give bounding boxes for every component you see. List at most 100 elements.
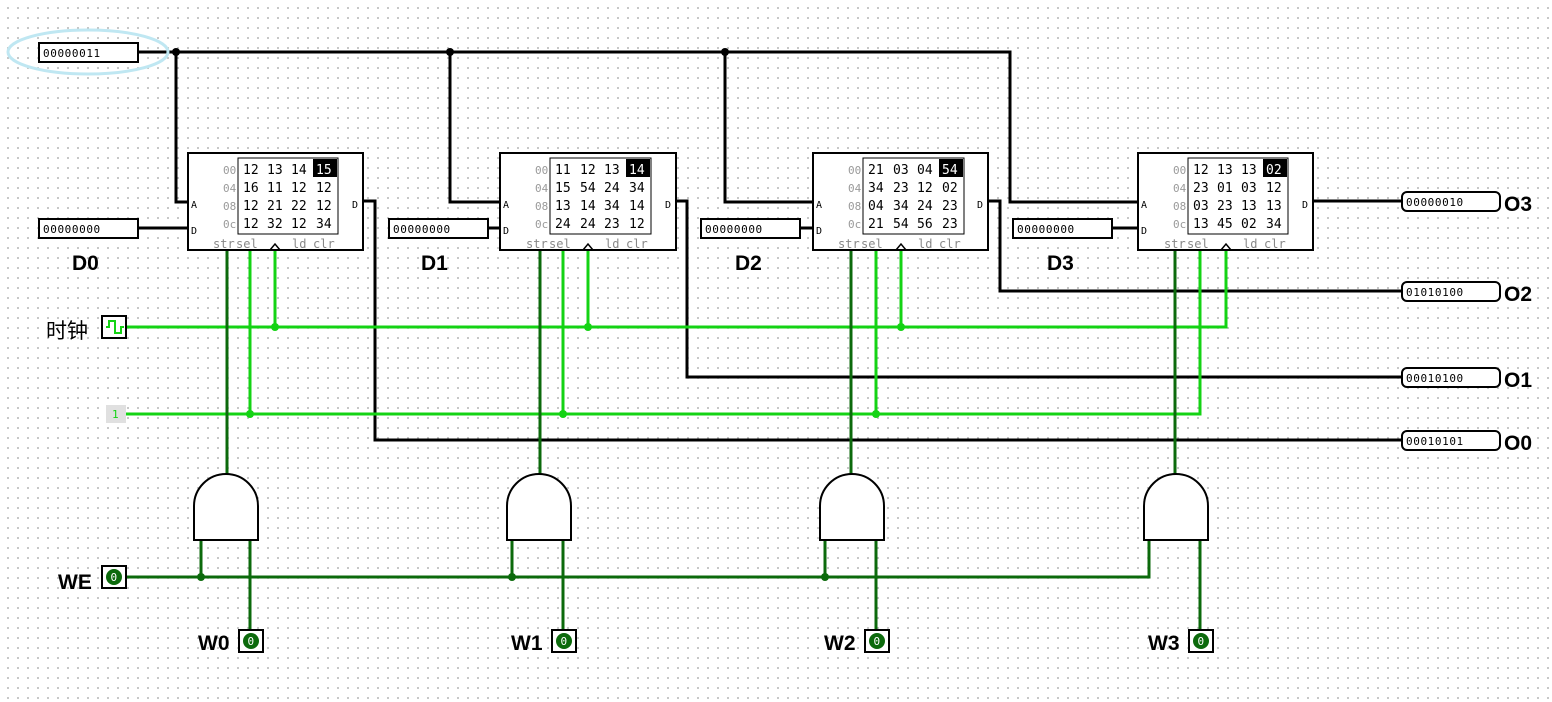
ram-cell: 23 [604,217,620,232]
ram-block[interactable]: 00 04 08 0c 11 12 13 14 15 54 24 34 13 1… [499,152,677,251]
data-input-pin-d2[interactable]: 00000000 [700,218,801,239]
ram-port-str: str [838,237,860,251]
ram-cell: 54 [893,217,909,232]
ram-cell: 15 [555,181,571,196]
clock-triangle-icon [1220,242,1232,251]
ram-cell: 03 [1241,181,1257,196]
ram-cell: 13 [1241,199,1257,214]
ram-cell: 34 [1266,217,1282,232]
ram-cell: 13 [1266,199,1282,214]
ram-cell: 12 [629,217,645,232]
selection-highlight [6,28,170,76]
output-pin-o1: 00010100 [1401,367,1501,388]
selected-cell-marker [1263,159,1287,177]
write-output-value: 0 [1198,635,1205,648]
clock-label: 时钟 [46,319,88,343]
ram-cell: 13 [267,163,283,178]
data-input-pin-d0[interactable]: 00000000 [38,218,139,239]
ram-port-ld: ld [605,237,619,251]
selected-cell-marker [939,159,963,177]
ram-cell: 12 [917,181,933,196]
ram-port-a: A [1141,200,1147,211]
output-value: 00010100 [1406,372,1464,385]
ram-port-a: A [503,200,509,211]
ram-cell: 14 [629,199,645,214]
constant-wires [126,250,1202,418]
ram-cell: 12 [316,181,332,196]
ram-cell: 04 [868,199,884,214]
data-input-value: 00000000 [43,223,101,236]
ram-port-ld: ld [1243,237,1257,251]
ram-address: 00 [535,164,548,177]
clock-source[interactable] [101,315,127,339]
ram-cell: 02 [1241,217,1257,232]
write-enable-label: WE [58,571,92,594]
ram-address: 04 [223,182,237,195]
clock-wires [126,250,1228,331]
ram-cell: 21 [868,163,884,178]
ram-cell-selected: 54 [942,163,958,178]
output-label: O0 [1504,432,1532,455]
pin-state-indicator [106,569,122,585]
data-input-pin-d1[interactable]: 00000000 [388,218,489,239]
ram-port-d-out: D [665,200,671,211]
ram-cell: 02 [942,181,958,196]
write-output-value: 0 [248,635,255,648]
ram-cell: 12 [580,163,596,178]
write-enable-pin[interactable]: 0 [101,565,127,589]
ram-cell: 14 [291,163,307,178]
ram-port-sel: sel [861,237,883,251]
ram-cell: 14 [580,199,596,214]
ram-cell: 34 [629,181,645,196]
ram-cell: 12 [1266,181,1282,196]
clock-triangle-icon [895,242,907,251]
ram-port-d-out: D [977,200,983,211]
ram-port-sel: sel [1187,237,1209,251]
ram-address: 04 [848,182,862,195]
ram-block[interactable]: 00 04 08 0c 12 13 14 15 16 11 12 12 12 2… [187,152,364,251]
ram-port-d-out: D [1302,200,1308,211]
ram-cell: 24 [917,199,933,214]
ram-block[interactable]: 00 04 08 0c 21 03 04 54 34 23 12 02 04 3… [812,152,989,251]
ram-block[interactable]: 00 04 08 0c 12 13 13 02 23 01 03 12 03 2… [1137,152,1314,251]
ram-cell: 34 [868,181,884,196]
output-pin-o3: 00000010 [1401,191,1501,212]
ram-address: 0c [535,218,548,231]
ram-cell: 34 [893,199,909,214]
data-input-pin-d3[interactable]: 00000000 [1012,218,1113,239]
ram-cell: 12 [243,217,259,232]
write-enable-value: 0 [111,571,118,584]
output-label: O2 [1504,283,1532,306]
ram-cell: 34 [316,217,332,232]
ram-cell: 22 [291,199,307,214]
address-input-pin[interactable]: 00000011 [38,42,139,63]
ram-cell: 11 [555,163,571,178]
ram-cell: 23 [893,181,909,196]
output-value: 00000010 [1406,196,1464,209]
ram-address: 00 [223,164,236,177]
output-value: 01010100 [1406,286,1464,299]
and-gate [1143,473,1209,541]
write-output-pin-w3: 0 [1188,629,1214,653]
output-pin-o0: 00010101 [1401,430,1501,451]
address-input-value: 00000011 [43,47,101,60]
ram-cell: 12 [243,163,259,178]
and-gate [819,473,885,541]
ram-port-sel: sel [549,237,571,251]
ram-port-str: str [1164,237,1186,251]
ram-port-d-in: D [816,226,822,237]
ram-address: 0c [223,218,236,231]
data-input-label: D3 [1047,252,1074,275]
ram-address: 08 [223,200,236,213]
ram-cell: 45 [1217,217,1233,232]
data-input-value: 00000000 [705,223,763,236]
ram-cell: 12 [291,217,307,232]
ram-cell: 13 [555,199,571,214]
write-output-value: 0 [561,635,568,648]
ram-cell: 12 [1193,163,1209,178]
ram-cell: 24 [555,217,571,232]
ram-cell: 21 [868,217,884,232]
ram-port-a: A [816,200,822,211]
pin-state-indicator [556,633,572,649]
